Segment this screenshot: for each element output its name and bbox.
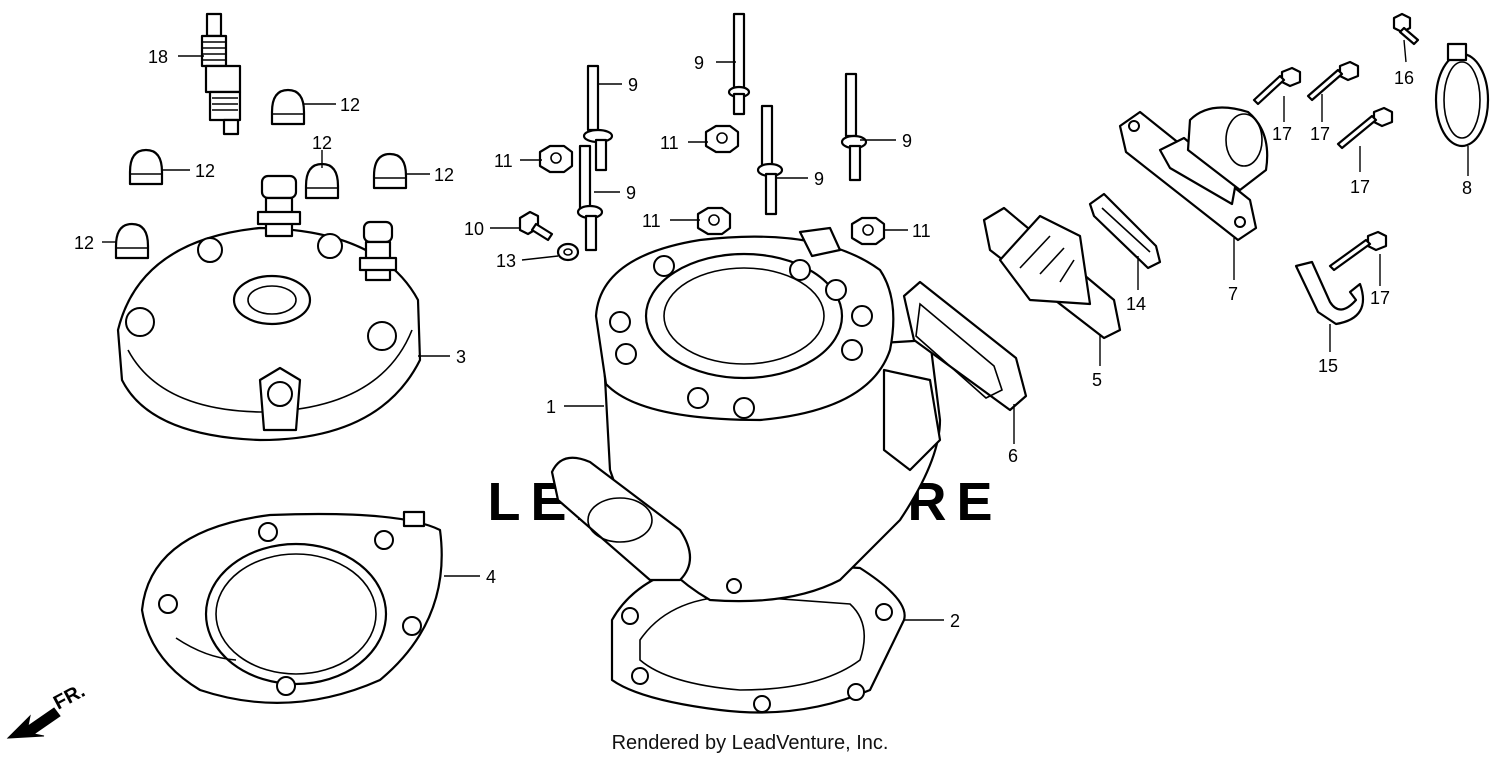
callout-9: 9	[694, 53, 704, 73]
callout-18: 18	[148, 47, 168, 67]
callout-12: 12	[74, 233, 94, 253]
callout-15: 15	[1318, 356, 1338, 376]
callout-17: 17	[1370, 288, 1390, 308]
head-gasket-drawing[interactable]	[140, 510, 443, 704]
callout-11: 11	[912, 221, 931, 241]
nut-11d[interactable]	[850, 216, 886, 246]
cylinder-head-drawing[interactable]	[116, 174, 422, 442]
footer-credit: Rendered by LeadVenture, Inc.	[611, 732, 889, 754]
stud-9c[interactable]	[840, 72, 868, 182]
callout-9: 9	[814, 169, 824, 189]
base-gasket-drawing[interactable]	[610, 558, 906, 714]
bolt-17b[interactable]	[1306, 60, 1360, 102]
leader-lines	[102, 39, 1469, 621]
callout-9: 9	[628, 75, 638, 95]
spark-plug-drawing[interactable]	[200, 12, 242, 136]
callout-17: 17	[1272, 124, 1292, 144]
reed-gasket-6[interactable]	[902, 280, 1028, 412]
front-label: FR.	[50, 680, 89, 715]
bracket-15[interactable]	[1294, 260, 1365, 326]
front-direction-marker: FR.	[6, 680, 89, 739]
callout-7: 7	[1228, 284, 1238, 304]
front-arrow-icon	[6, 707, 61, 739]
stud-9e[interactable]	[576, 144, 604, 252]
stud-9b[interactable]	[582, 64, 614, 172]
callout-9: 9	[626, 183, 636, 203]
bolt-17a[interactable]	[1252, 66, 1302, 106]
intake-manifold-7[interactable]	[1118, 106, 1269, 242]
callout-13: 13	[496, 251, 516, 271]
cap-nut-12b[interactable]	[128, 148, 164, 186]
callout-16: 16	[1394, 68, 1414, 88]
callout-12: 12	[434, 165, 454, 185]
bolt-10[interactable]	[518, 210, 554, 242]
reed-valve-5[interactable]	[982, 206, 1122, 340]
cap-nut-12a[interactable]	[270, 88, 306, 126]
callout-1: 1	[546, 397, 556, 417]
callout-17: 17	[1310, 124, 1330, 144]
callout-17: 17	[1350, 177, 1370, 197]
cap-nut-12d[interactable]	[372, 152, 408, 190]
gasket-14[interactable]	[1088, 192, 1162, 270]
callout-3: 3	[456, 347, 466, 367]
callout-5: 5	[1092, 370, 1102, 390]
cylinder-drawing[interactable]	[550, 226, 942, 603]
callout-4: 4	[486, 567, 496, 587]
callout-6: 6	[1008, 446, 1018, 466]
callout-9: 9	[902, 131, 912, 151]
washer-13[interactable]	[556, 242, 580, 262]
cap-nut-12c[interactable]	[304, 162, 340, 200]
nut-11c[interactable]	[696, 206, 732, 236]
bolt-16[interactable]	[1392, 12, 1420, 46]
callout-12: 12	[312, 133, 332, 153]
bolt-17d[interactable]	[1328, 230, 1388, 272]
callout-11: 11	[660, 133, 679, 153]
callout-8: 8	[1462, 178, 1472, 198]
callout-2: 2	[950, 611, 960, 631]
stud-9d[interactable]	[756, 104, 784, 216]
clamp-8[interactable]	[1434, 42, 1490, 148]
bolt-17c[interactable]	[1336, 106, 1394, 150]
callout-11: 11	[642, 211, 661, 231]
nut-11b[interactable]	[704, 124, 740, 154]
callout-12: 12	[195, 161, 215, 181]
callout-14: 14	[1126, 294, 1146, 314]
callout-12: 12	[340, 95, 360, 115]
callout-10: 10	[464, 219, 484, 239]
stud-9a[interactable]	[727, 12, 751, 116]
cap-nut-12e[interactable]	[114, 222, 150, 260]
callout-11: 11	[494, 151, 513, 171]
callout-labels: 18 12 12 12 12 12 3 4 1 2 9 9 9 9 9 11 1…	[74, 47, 1472, 631]
nut-11a[interactable]	[538, 144, 574, 174]
